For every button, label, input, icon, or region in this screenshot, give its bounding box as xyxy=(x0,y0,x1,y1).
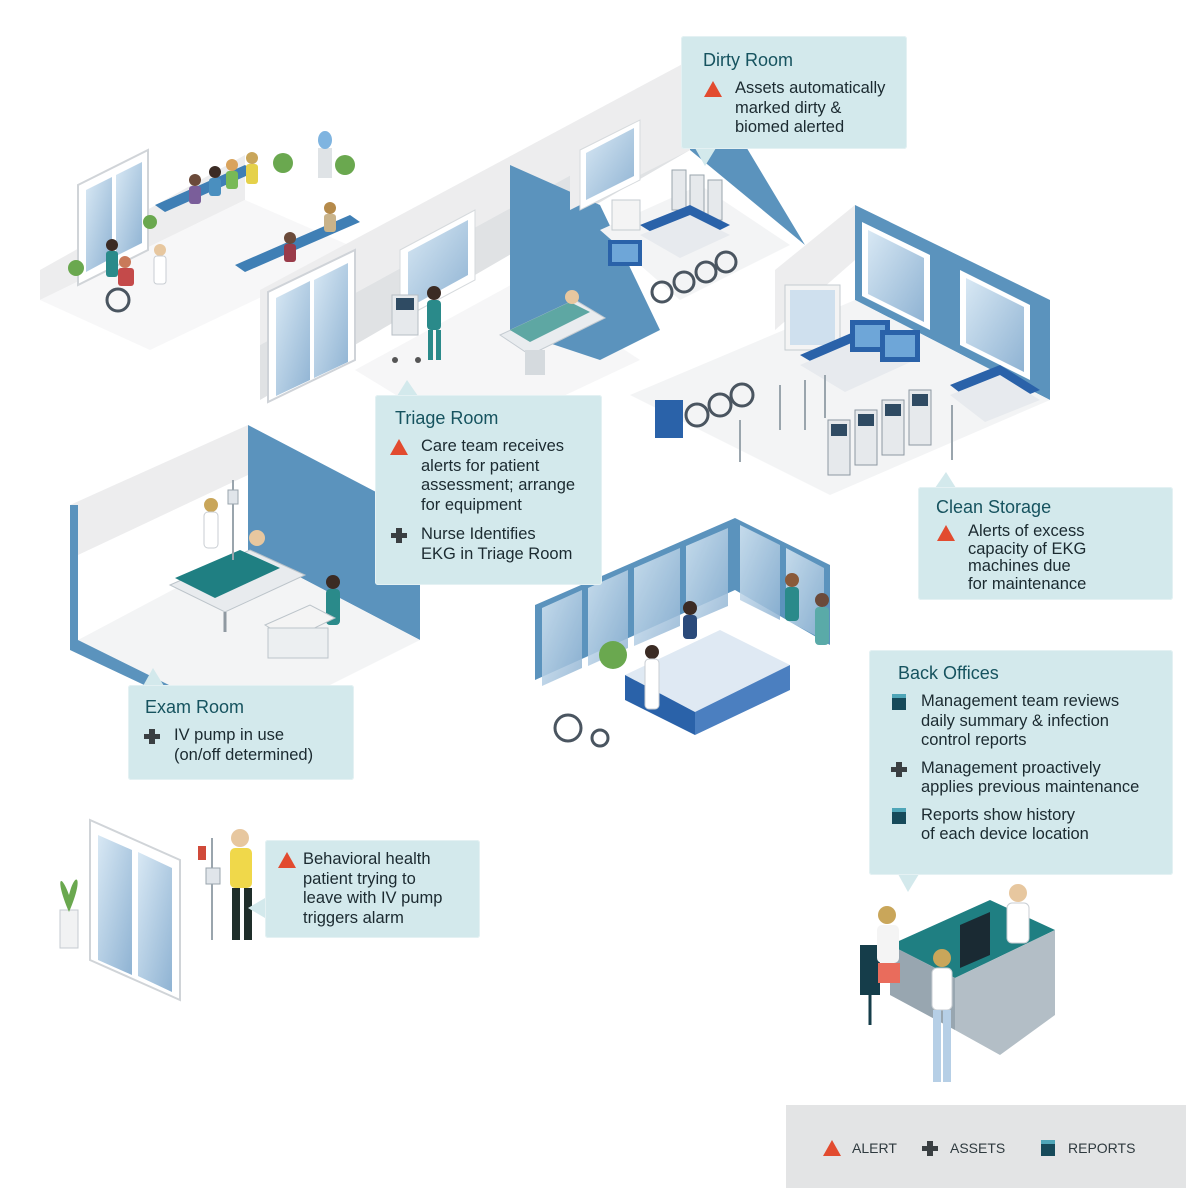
triage-door xyxy=(267,248,356,404)
office-chair xyxy=(860,945,880,1025)
callout-back-offices-item-2: Management proactively applies previous … xyxy=(889,759,1165,798)
callout-dirty-room-title: Dirty Room xyxy=(703,50,794,70)
assets-icon xyxy=(389,526,411,544)
callout-exam-room-text: IV pump in use (on/off determined) xyxy=(174,726,314,764)
wheelchair-patient xyxy=(105,239,167,313)
alert-icon xyxy=(703,80,725,98)
callout-triage-room-item-1: Care team receives alerts for patient as… xyxy=(389,437,592,515)
back-office xyxy=(860,884,1055,1082)
legend-reports: REPORTS xyxy=(1038,1138,1135,1157)
callout-dirty-room: Dirty Room Assets automatically marked d… xyxy=(681,36,907,149)
water-cooler xyxy=(318,131,332,178)
reports-icon xyxy=(1038,1139,1060,1157)
callout-exam-room: Exam Room IV pump in use (on/off determi… xyxy=(128,685,354,780)
callout-behavioral-item: Behavioral health patient trying to leav… xyxy=(277,850,470,928)
callout-clean-storage-item: Alerts of excess capacity of EKG machine… xyxy=(936,522,1163,593)
assets-icon xyxy=(920,1139,942,1157)
reception-desk xyxy=(625,630,790,735)
callout-exam-room-item: IV pump in use (on/off determined) xyxy=(142,726,344,765)
clean-storage-room xyxy=(630,205,1050,495)
dirty-room-shelf xyxy=(611,199,641,231)
legend-alert: ALERT xyxy=(822,1138,897,1157)
dirty-room-window xyxy=(579,119,641,211)
callout-back-offices-item-1: Management team reviews daily summary & … xyxy=(889,692,1165,751)
dirty-room-monitors xyxy=(608,240,642,266)
callout-clean-storage-title: Clean Storage xyxy=(936,497,1052,517)
clean-storage-monitors xyxy=(850,320,920,362)
dirty-room-bed xyxy=(640,205,730,258)
callout-exam-room-title: Exam Room xyxy=(145,697,245,717)
legend-assets: ASSETS xyxy=(920,1138,1005,1157)
clean-storage-iv-poles xyxy=(739,375,953,462)
legend: ALERT ASSETS REPORTS xyxy=(786,1105,1186,1188)
alert-icon xyxy=(389,438,411,456)
triage-blue-divider xyxy=(510,165,660,360)
office-patient xyxy=(877,906,900,983)
callout-clean-storage: Clean Storage Alerts of excess capacity … xyxy=(918,487,1173,600)
reports-icon xyxy=(889,693,911,711)
callout-back-offices-text-2: Management proactively applies previous … xyxy=(921,758,1140,797)
reception-nurses xyxy=(785,573,829,645)
receptionist xyxy=(683,601,697,639)
callout-dirty-room-item: Assets automatically marked dirty & biom… xyxy=(703,79,895,138)
alert-icon xyxy=(936,524,958,542)
callout-dirty-room-text: Assets automatically marked dirty & biom… xyxy=(735,79,886,136)
callout-back-offices-item-3: Reports show history of each device loca… xyxy=(889,806,1165,845)
legend-reports-label: REPORTS xyxy=(1068,1139,1136,1156)
callout-back-offices-text-3: Reports show history of each device loca… xyxy=(921,805,1089,844)
callout-triage-room-text-1: Care team receives alerts for patient as… xyxy=(421,437,576,514)
behavioral-iv-pole xyxy=(198,838,221,940)
callout-back-offices: Back Offices Management team reviews dai… xyxy=(869,650,1173,875)
callout-triage-room-title: Triage Room xyxy=(395,408,499,428)
waiting-patients xyxy=(189,152,336,262)
callout-triage-room-item-2: Nurse Identifies EKG in Triage Room xyxy=(389,525,592,564)
assets-icon xyxy=(142,727,164,745)
reports-icon xyxy=(889,807,911,825)
entrance-door-left xyxy=(77,148,149,287)
triage-nurse xyxy=(427,286,441,360)
assets-icon xyxy=(889,760,911,778)
callout-behavioral-health: Behavioral health patient trying to leav… xyxy=(265,840,480,938)
clean-storage-wheelchairs xyxy=(684,382,755,428)
legend-alert-label: ALERT xyxy=(852,1139,897,1156)
clean-storage-shelves xyxy=(784,284,841,351)
clean-storage-cabinet xyxy=(655,400,683,438)
triage-exam-chair xyxy=(498,290,607,375)
callout-back-offices-title: Back Offices xyxy=(898,663,999,683)
reception-doctor xyxy=(644,645,660,710)
legend-assets-label: ASSETS xyxy=(950,1139,1006,1156)
alert-icon xyxy=(277,851,299,869)
exit-plant xyxy=(59,879,79,949)
exit-area xyxy=(59,818,252,1002)
behavioral-patient xyxy=(230,829,252,940)
dirty-room xyxy=(570,80,805,304)
exam-cart xyxy=(263,604,337,659)
callout-behavioral-text: Behavioral health patient trying to leav… xyxy=(303,850,443,927)
exam-iv-pump xyxy=(227,480,239,560)
callout-triage-room: Triage Room Care team receives alerts fo… xyxy=(375,395,602,585)
waiting-area xyxy=(40,131,360,350)
office-monitor xyxy=(960,912,990,968)
dirty-room-wheelchairs xyxy=(650,250,738,304)
potted-plants xyxy=(68,153,355,276)
callout-back-offices-text-1: Management team reviews daily summary & … xyxy=(921,692,1120,749)
exam-doctor xyxy=(203,498,219,549)
clean-storage-windows xyxy=(862,222,1030,380)
dirty-room-ekg-machines xyxy=(671,169,723,221)
office-doctor xyxy=(1006,884,1030,944)
reception-wheelchair xyxy=(553,713,610,748)
exam-bed xyxy=(168,530,307,632)
alert-icon xyxy=(822,1139,844,1157)
reception-glass-panels xyxy=(542,525,824,686)
callout-pointers xyxy=(143,148,956,918)
office-nurse xyxy=(931,949,953,1082)
callout-clean-storage-text: Alerts of excess capacity of EKG machine… xyxy=(968,522,1087,593)
clean-storage-ekg-screens xyxy=(831,394,928,436)
ekg-cart-triage xyxy=(391,294,421,363)
reception-plant xyxy=(599,641,627,669)
callout-triage-room-text-2: Nurse Identifies EKG in Triage Room xyxy=(421,525,573,563)
reception xyxy=(535,518,830,748)
